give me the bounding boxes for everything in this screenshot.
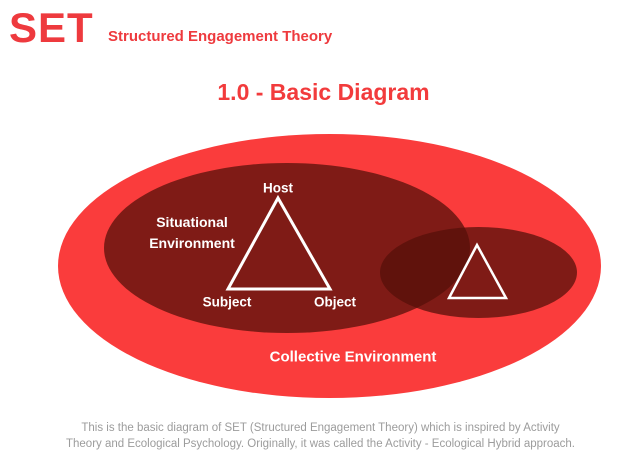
- collective-environment-label: Collective Environment: [269, 348, 437, 366]
- secondary-situational-ellipse: [380, 227, 577, 318]
- brand-subtitle: Structured Engagement Theory: [108, 28, 333, 45]
- situational-environment-label-line2: Environment: [149, 235, 235, 251]
- footer-caption-line1: This is the basic diagram of SET (Struct…: [81, 422, 560, 434]
- host-label: Host: [263, 180, 293, 196]
- brand-logo: SET: [9, 4, 94, 51]
- object-label: Object: [313, 294, 357, 310]
- situational-environment-label-line1: Situational: [156, 214, 228, 230]
- footer-caption-line2: Theory and Ecological Psychology. Origin…: [65, 437, 575, 450]
- footer-caption: This is the basic diagram of SET (Struct…: [4, 421, 637, 452]
- situational-environment-label: Situational Environment: [149, 212, 235, 254]
- subject-label: Subject: [202, 294, 252, 310]
- page-title: 1.0 - Basic Diagram: [217, 79, 430, 105]
